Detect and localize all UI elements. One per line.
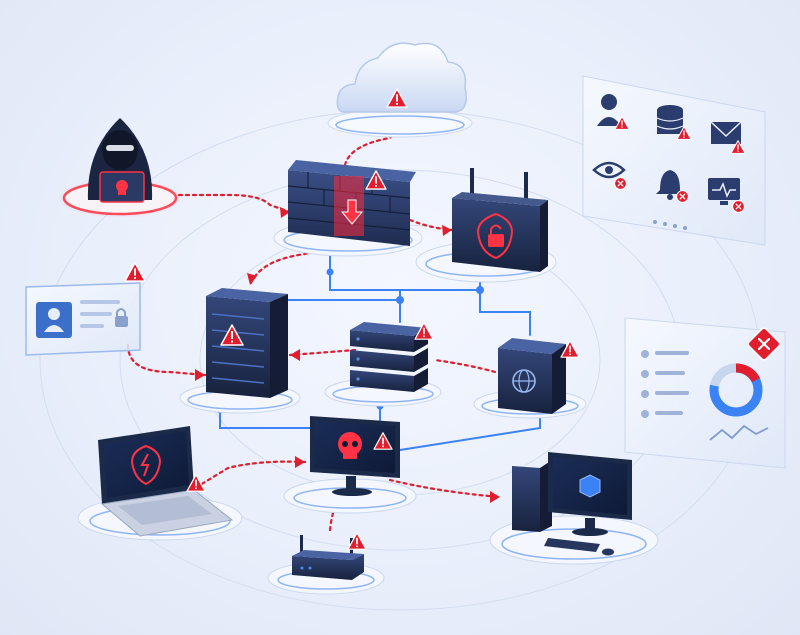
blocked-badge-icon [747, 327, 781, 361]
server-stack-node[interactable] [324, 322, 442, 407]
donut-chart-icon [709, 363, 763, 417]
desktop-cube-icon [512, 452, 632, 556]
cloud-icon [336, 42, 467, 113]
panel-dots [653, 220, 687, 230]
user-icon [597, 94, 621, 126]
server-tower-icon [206, 288, 288, 398]
web-server-node[interactable] [473, 338, 587, 419]
monitor-blocked-icon [732, 200, 745, 213]
wifi-router-node[interactable] [267, 532, 385, 595]
hacker-icon [87, 118, 153, 203]
threat-grid-panel [582, 75, 766, 246]
dashboard-panel [624, 317, 786, 469]
firewall-node[interactable] [273, 160, 423, 257]
eye-blocked-icon [614, 177, 627, 190]
mail-icon [710, 121, 742, 144]
database-icon [656, 105, 684, 134]
eye-icon [592, 161, 626, 179]
firewall-icon [287, 160, 416, 246]
monitor-pulse-icon [708, 178, 740, 205]
globe-server-icon [498, 338, 566, 414]
dashboard-list-bars [641, 350, 689, 418]
laptop-node[interactable] [77, 426, 243, 541]
router-lock-node[interactable] [415, 168, 557, 283]
dashboard-sparkline [709, 424, 769, 441]
bell-blocked-icon [676, 190, 689, 203]
server-tower-node[interactable] [179, 288, 301, 414]
router-lock-icon [452, 168, 548, 272]
laptop-shield-icon [98, 426, 234, 537]
bell-icon [656, 170, 684, 200]
skull-monitor-icon [310, 416, 400, 496]
desktop-node[interactable] [489, 452, 659, 565]
cloud-node[interactable] [327, 42, 473, 138]
id-card-panel [25, 262, 146, 356]
server-stack-icon [350, 322, 428, 392]
id-card-alert-icon [124, 262, 146, 282]
infected-monitor-node[interactable] [283, 416, 417, 514]
id-card-lock-icon [36, 300, 128, 338]
hacker-node[interactable] [58, 118, 182, 218]
